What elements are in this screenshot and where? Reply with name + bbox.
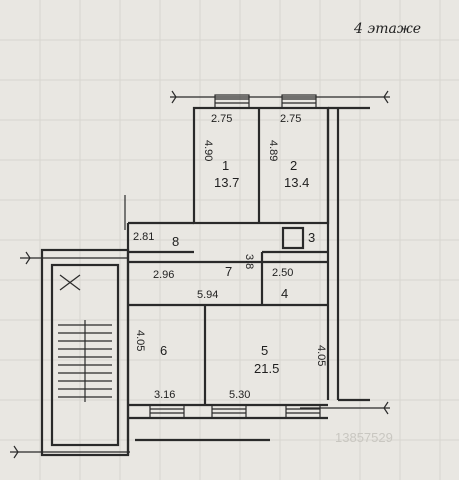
corridor-length: 5.94 bbox=[197, 289, 218, 301]
room5-width: 5.30 bbox=[229, 389, 250, 401]
room1-area: 13.7 bbox=[214, 175, 239, 190]
room7-number: 7 bbox=[225, 264, 232, 279]
stair-treads bbox=[58, 274, 112, 402]
floor-label: 4 этаже bbox=[353, 21, 421, 37]
room1-height: 4.90 bbox=[202, 140, 214, 161]
windows bbox=[149, 94, 321, 419]
room2-width: 2.75 bbox=[280, 113, 301, 125]
section-lines bbox=[10, 90, 390, 459]
room4-number: 4 bbox=[281, 286, 288, 301]
room7-area: 3.8 bbox=[243, 254, 255, 269]
room7-width: 2.96 bbox=[153, 269, 174, 281]
room4-width: 2.50 bbox=[272, 267, 293, 279]
room2-area: 13.4 bbox=[284, 175, 309, 190]
room6-width: 3.16 bbox=[154, 389, 175, 401]
room2-height: 4.89 bbox=[267, 140, 279, 161]
room3-number: 3 bbox=[308, 230, 315, 245]
room5-height: 4.05 bbox=[315, 345, 327, 366]
room8-width: 2.81 bbox=[133, 231, 154, 243]
room5-area: 21.5 bbox=[254, 361, 279, 376]
room1-number: 1 bbox=[222, 158, 229, 173]
room1-width: 2.75 bbox=[211, 113, 232, 125]
room6-height: 4.05 bbox=[134, 330, 146, 351]
room5-number: 5 bbox=[261, 343, 268, 358]
room6-number: 6 bbox=[160, 343, 167, 358]
room8-number: 8 bbox=[172, 234, 179, 249]
watermark: 13857529 bbox=[335, 430, 393, 445]
room2-number: 2 bbox=[290, 158, 297, 173]
